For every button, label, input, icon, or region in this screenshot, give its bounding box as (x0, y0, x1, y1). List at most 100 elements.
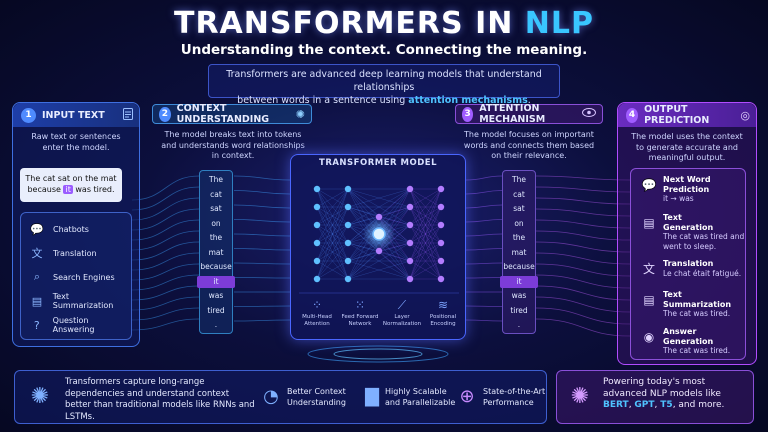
network-node (313, 203, 321, 211)
flow-line (131, 296, 200, 311)
center-node (372, 227, 386, 241)
network-edge (409, 242, 442, 262)
network-node (313, 257, 321, 265)
network-node (344, 221, 352, 229)
flow-line (535, 252, 631, 265)
step-number: 4 (626, 107, 639, 123)
output-prediction-panel: 4 OUTPUT PREDICTION ◎ The model uses the… (617, 102, 757, 365)
network-edge (316, 224, 349, 280)
network-edge (409, 188, 442, 280)
flow-line (535, 285, 631, 301)
powering-text: Powering today's most advanced NLP model… (603, 377, 725, 410)
network-node (406, 221, 414, 229)
flow-line (465, 319, 503, 322)
token: . (214, 320, 218, 329)
powering-models-box: ✺ Powering today's most advanced NLP mod… (556, 370, 754, 424)
network-node (313, 185, 321, 193)
network-node (313, 221, 321, 229)
network-node (375, 247, 383, 255)
network-icon: ⁘ (311, 298, 323, 312)
document-icon: ▤ (31, 294, 43, 308)
network-edge (409, 242, 442, 280)
token: mat (511, 247, 527, 257)
flow-line (233, 190, 291, 195)
network-edge (316, 206, 349, 244)
network-edge (378, 206, 411, 218)
network-node (437, 275, 445, 283)
flow-line (233, 262, 291, 265)
flow-line (131, 219, 200, 241)
network-edge (316, 188, 349, 280)
network-edge (316, 206, 349, 262)
token: cat (210, 189, 222, 199)
network-edge (316, 242, 349, 262)
network-edge (409, 206, 442, 226)
network-edge (409, 188, 442, 226)
network-node (406, 203, 414, 211)
network-edge (347, 188, 411, 208)
network-edge (409, 188, 442, 226)
network-edge (409, 188, 442, 262)
list-item: ▤Text Summarization (29, 292, 131, 310)
network-edge (316, 206, 349, 226)
flow-line (465, 190, 503, 195)
step-number: 2 (159, 106, 171, 122)
network-edge (316, 188, 349, 244)
flow-line (535, 197, 631, 205)
step-description: The model uses the context to generate a… (631, 132, 743, 162)
network-edge (347, 260, 411, 280)
attention-mechanism-header: 3 ATTENTION MECHANISM (455, 103, 603, 125)
network-icon: ⁙ (354, 298, 366, 312)
list-item: ?Question Answering (29, 316, 131, 334)
network-edge (347, 250, 380, 280)
network-edge (316, 188, 349, 280)
search-icon: ⌕ (33, 270, 41, 283)
input-text-header: 1 INPUT TEXT (13, 103, 139, 127)
network-edge (316, 188, 349, 226)
network-node (437, 185, 445, 193)
flow-line (131, 285, 200, 301)
network-edge (409, 188, 442, 280)
list-item: 💬Chatbots (30, 222, 89, 236)
step-title: CONTEXT UNDERSTANDING (176, 103, 270, 125)
step-title: ATTENTION MECHANISM (479, 103, 546, 125)
network-edge (316, 224, 349, 244)
network-node (406, 239, 414, 247)
eye-icon (582, 108, 596, 120)
chat-icon: 💬 (30, 222, 44, 236)
question-icon: ? (33, 318, 40, 332)
flow-line (131, 208, 200, 231)
document-icon (123, 107, 133, 123)
network-edge (316, 206, 349, 280)
output-prediction-header: 4 OUTPUT PREDICTION ◎ (618, 103, 756, 127)
network-edge (316, 188, 349, 208)
network-edge (316, 224, 349, 280)
network-edge (409, 224, 442, 280)
flow-line (233, 305, 291, 307)
flow-line (131, 274, 200, 291)
flow-line (465, 175, 503, 181)
token: The (512, 175, 526, 184)
token: on (514, 218, 524, 228)
network-edge (409, 224, 442, 244)
step-description: Raw text or sentences enter the model. (31, 132, 121, 152)
chat-icon: 💬 (641, 178, 657, 192)
network-node (406, 275, 414, 283)
network-edge (409, 224, 442, 244)
page-title: TRANSFORMERS IN NLP (173, 6, 595, 41)
summary-text: Transformers capture long-range dependen… (65, 377, 255, 422)
flow-line (535, 186, 631, 193)
network-edge (409, 206, 442, 262)
network-edge (409, 260, 442, 280)
network-edge (409, 188, 442, 262)
network-edge (409, 260, 442, 280)
flow-line (233, 204, 291, 209)
network-edge (316, 242, 349, 280)
network-edge (409, 206, 442, 244)
